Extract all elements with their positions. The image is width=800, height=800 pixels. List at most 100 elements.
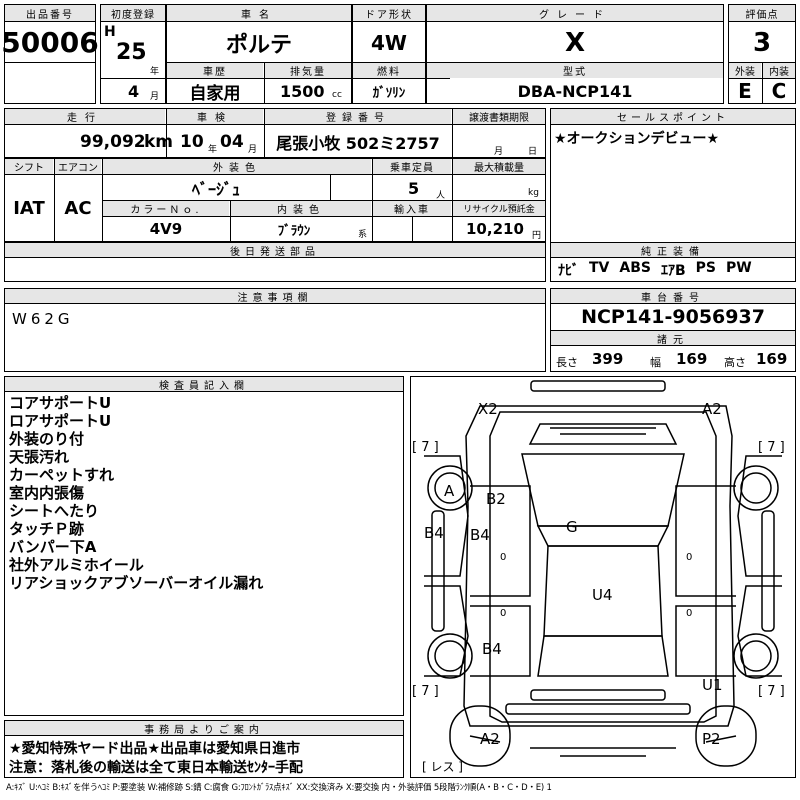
plate-value: 尾張小牧 502ミ2757 xyxy=(276,134,440,153)
inspector-header: 検査員記入欄 xyxy=(5,377,403,392)
sales-point-text: ★オークションデビュー★ xyxy=(554,131,720,147)
transfer-header: 譲渡書類期限 xyxy=(453,109,545,124)
max-load-unit: kg xyxy=(528,188,539,198)
lot-number: 50006 xyxy=(1,25,99,59)
first-reg-box xyxy=(100,4,166,104)
office-line-1: ★愛知特殊ヤード出品★出品車は愛知県日進市 xyxy=(9,741,301,757)
lot-header: 出品番号 xyxy=(5,5,95,21)
mileage-row-box xyxy=(4,108,546,158)
plate-header: 登録番号 xyxy=(265,109,451,124)
equipment-item: ABS xyxy=(619,260,651,276)
transfer-month-unit: 月 xyxy=(494,147,504,157)
equipment-list: ﾅﾋﾞ TV ABS ｴｱB PS PW xyxy=(558,260,752,280)
recycle-value: 10,210 xyxy=(466,220,524,238)
car-diagram xyxy=(410,376,796,778)
inspector-notes: コアサポートU ロアサポートU 外装のり付 天張汚れ カーペットすれ 室内内張傷… xyxy=(9,394,263,592)
score-value: 3 xyxy=(752,28,772,58)
color-no-value: 4V9 xyxy=(149,220,183,238)
mark-left-side: B4 xyxy=(424,524,444,542)
dimensions-header: 諸元 xyxy=(551,331,795,346)
first-reg-year: 25 xyxy=(116,40,147,65)
door-value: 4W xyxy=(371,31,407,55)
ext-score: E xyxy=(738,79,752,103)
ext-color-value: ﾍﾞｰｼﾞｭ xyxy=(191,180,240,199)
equipment-item: TV xyxy=(589,260,610,276)
later-parts-header: 後日発送部品 xyxy=(5,243,545,258)
grade-value: X xyxy=(564,28,586,58)
note-line: バンパー下A xyxy=(9,538,97,556)
recycle-unit: 円 xyxy=(532,231,542,241)
fuel-value: ｶﾞｿﾘﾝ xyxy=(372,85,406,101)
ext-header: 外装 xyxy=(729,63,761,78)
equipment-item: ｴｱB xyxy=(660,263,686,279)
spare-tire: [ レス ] xyxy=(422,760,463,774)
import-header: 輸入車 xyxy=(373,201,451,216)
int-color-suffix: 系 xyxy=(358,230,368,240)
car-diagram-svg xyxy=(424,380,782,767)
note-line: 室内内張傷 xyxy=(9,484,85,502)
mark-left-rear-door: B4 xyxy=(482,640,502,658)
note-line: 外装のり付 xyxy=(9,430,85,448)
capacity-unit: 人 xyxy=(436,191,446,201)
door-header: ドア形状 xyxy=(353,5,425,21)
caution-text: W62G xyxy=(12,310,74,328)
chassis-value: NCP141-9056937 xyxy=(581,306,765,328)
equipment-header: 純正装備 xyxy=(551,243,795,258)
width-value: 169 xyxy=(676,350,708,368)
model-header: 型式 xyxy=(427,63,723,78)
int-score: C xyxy=(771,79,787,103)
height-label: 高さ xyxy=(724,356,746,369)
first-reg-month: 4 xyxy=(128,82,140,101)
equipment-box xyxy=(550,242,796,282)
mileage-value: 99,092 xyxy=(80,132,146,152)
tread-front-right: [ 7 ] xyxy=(758,440,785,455)
tread-small-4: 0 xyxy=(686,608,693,619)
height-value: 169 xyxy=(756,350,788,368)
inspection-header: 車検 xyxy=(167,109,263,124)
chassis-header: 車台番号 xyxy=(551,289,795,304)
displacement-unit: cc xyxy=(332,90,342,100)
car-name-box xyxy=(166,4,352,104)
length-value: 399 xyxy=(592,350,624,368)
inspection-year: 10 xyxy=(180,132,204,152)
equipment-item: PW xyxy=(726,260,752,276)
max-load-header: 最大積載量 xyxy=(453,159,545,174)
office-box xyxy=(4,720,404,778)
model-value: DBA-NCP141 xyxy=(517,81,633,101)
int-color-value: ﾌﾞﾗｳﾝ xyxy=(277,223,311,239)
legend: A:ｷｽﾞ U:ﾍｺﾐ B:ｷｽﾞを伴うﾍｺﾐ P:要塗装 W:補修跡 S:錆 … xyxy=(6,783,552,793)
sales-point-header: セールスポイント xyxy=(551,109,795,124)
history-header: 車歴 xyxy=(167,63,263,78)
inspection-year-unit: 年 xyxy=(208,145,218,155)
note-line: タッチＰ跡 xyxy=(9,520,85,538)
note-line: カーペットすれ xyxy=(9,466,115,484)
first-reg-era: H xyxy=(104,24,116,40)
aircon-value: AC xyxy=(64,197,92,219)
equipment-item: ﾅﾋﾞ xyxy=(558,263,579,279)
tread-front-left: [ 7 ] xyxy=(412,440,439,455)
office-line-2: 注意：落札後の輸送は全て東日本輸送ｾﾝﾀｰ手配 xyxy=(9,760,303,776)
tread-small-1: 0 xyxy=(500,552,507,563)
history-value: 自家用 xyxy=(189,83,241,104)
ext-color-header: 外装色 xyxy=(103,159,371,174)
mark-roof: G xyxy=(566,518,578,536)
inspection-month: 04 xyxy=(220,132,244,152)
tread-rear-right: [ 7 ] xyxy=(758,684,785,699)
int-color-header: 内装色 xyxy=(231,201,371,216)
grade-header: グレード xyxy=(427,5,723,21)
aircon-header: エアコン xyxy=(55,159,101,174)
mark-right-quarter: U1 xyxy=(702,676,723,694)
mileage-header: 走行 xyxy=(5,109,165,124)
mark-rear-left: A2 xyxy=(480,730,500,748)
grade-box xyxy=(426,4,724,104)
mark-left-front-wheel: A xyxy=(444,482,455,500)
color-no-header: カラーＮｏ. xyxy=(103,201,229,216)
first-reg-month-unit: 月 xyxy=(150,92,160,102)
office-header: 事務局よりご案内 xyxy=(5,721,403,736)
score-header: 評価点 xyxy=(729,5,795,21)
note-line: シートへたり xyxy=(9,502,100,520)
door-box xyxy=(352,4,426,104)
inspector-box xyxy=(4,376,404,716)
mileage-unit: km xyxy=(144,132,174,152)
equipment-item: PS xyxy=(695,260,716,276)
